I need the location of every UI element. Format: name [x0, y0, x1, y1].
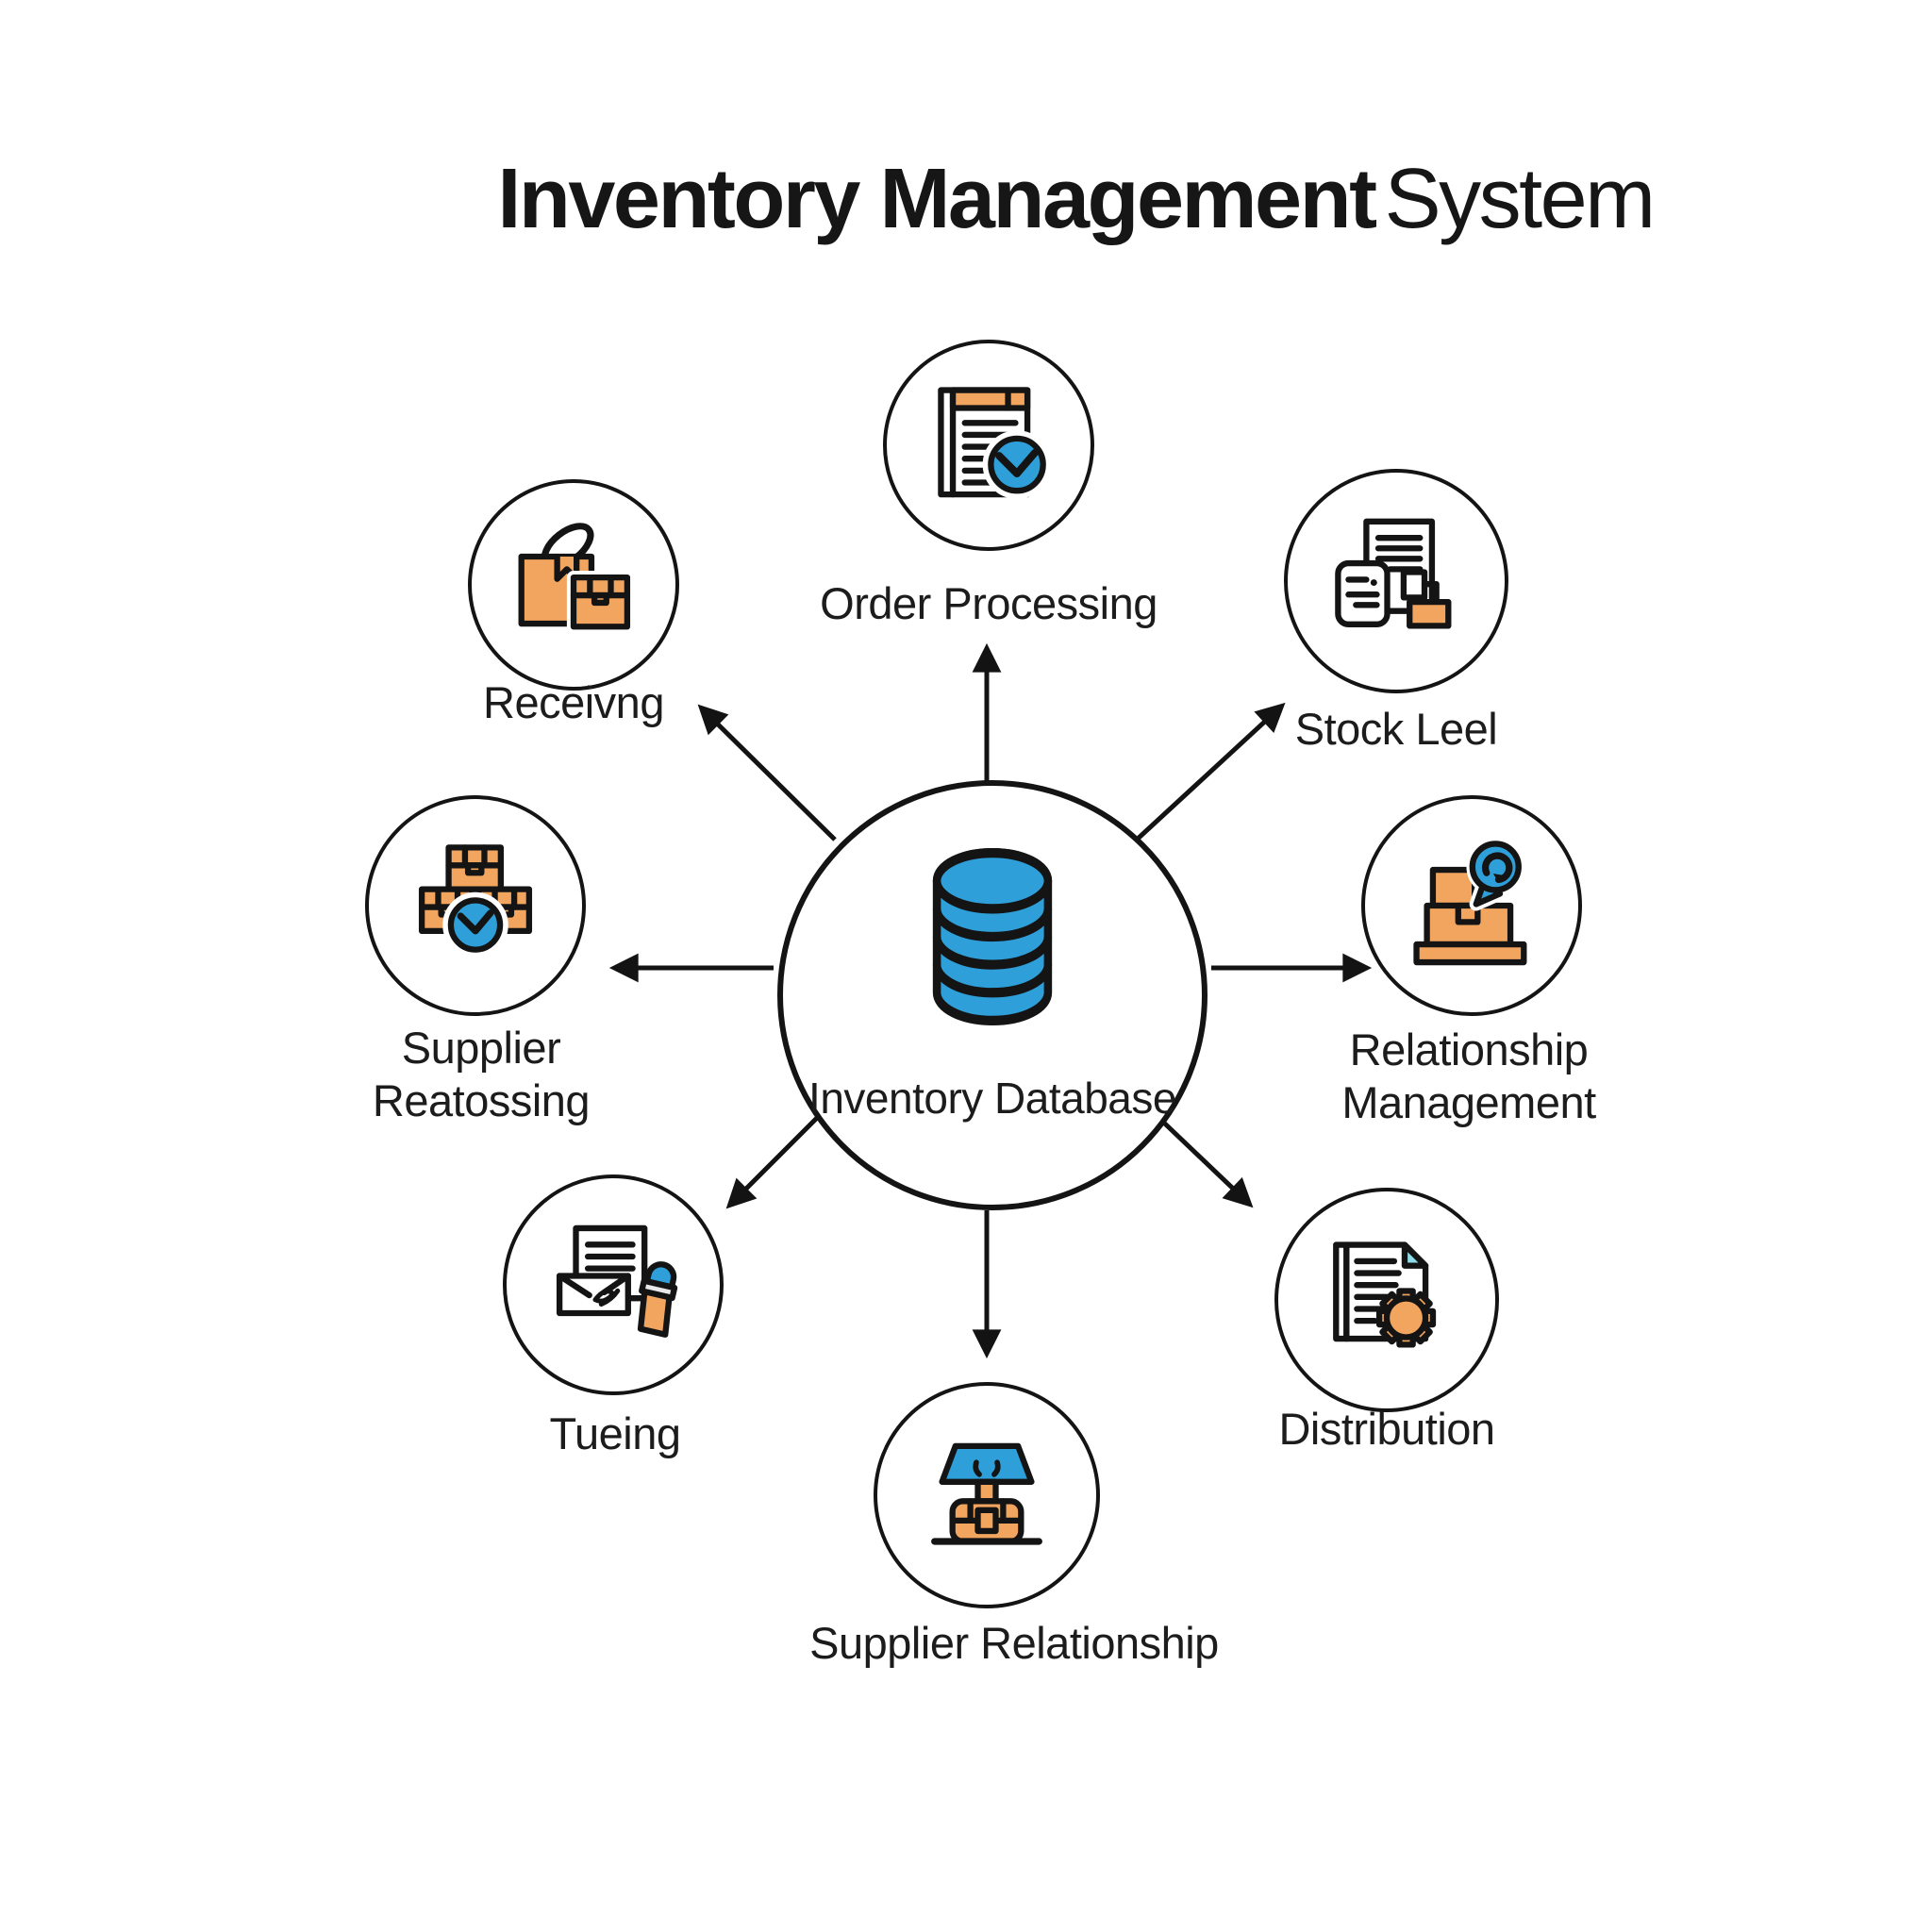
node-receiving [468, 479, 679, 691]
boxes-clock-icon [418, 844, 533, 958]
node-stock-level [1284, 469, 1508, 693]
label-order-processing: Order Processing [820, 578, 1158, 628]
database-icon [932, 847, 1053, 1026]
label-stock-level: Stock Leel [1294, 704, 1498, 754]
label-receiving: Receivng [483, 677, 664, 727]
label-relationship-management: Relationship Management [1341, 1024, 1596, 1127]
boxes-chat-icon [1413, 838, 1527, 966]
arrow-hub-to-stock-level [1135, 702, 1286, 841]
market-stall-icon [931, 1442, 1042, 1545]
node-supplier-relationship [874, 1382, 1100, 1608]
arrow-hub-to-tueing [725, 1108, 827, 1209]
envelope-stamp-icon [556, 1224, 678, 1338]
arrow-hub-to-receiving [697, 704, 837, 841]
page-title-bold: Inventory Management [497, 152, 1377, 246]
node-tueing [503, 1174, 724, 1395]
node-distribution [1274, 1188, 1499, 1412]
node-supplier-reatossing [365, 795, 586, 1016]
label-supplier-reatossing: Supplier Reatossing [372, 1023, 591, 1125]
label-supplier-relationship: Supplier Relationship [809, 1618, 1219, 1668]
hub-node-inventory-database: Inventory Database [777, 780, 1208, 1210]
documents-icon [1335, 518, 1452, 629]
arrow-hub-to-distribution [1148, 1108, 1254, 1208]
notepad-clock-icon [938, 387, 1052, 499]
label-tueing: Tueing [549, 1408, 681, 1458]
hub-label: Inventory Database [808, 1074, 1176, 1123]
node-relationship-management [1361, 795, 1582, 1016]
packages-icon [518, 523, 634, 634]
label-distribution: Distribution [1278, 1404, 1495, 1454]
document-gear-icon [1333, 1241, 1437, 1348]
page-title-regular: System [1384, 152, 1657, 246]
node-order-processing [883, 340, 1094, 551]
